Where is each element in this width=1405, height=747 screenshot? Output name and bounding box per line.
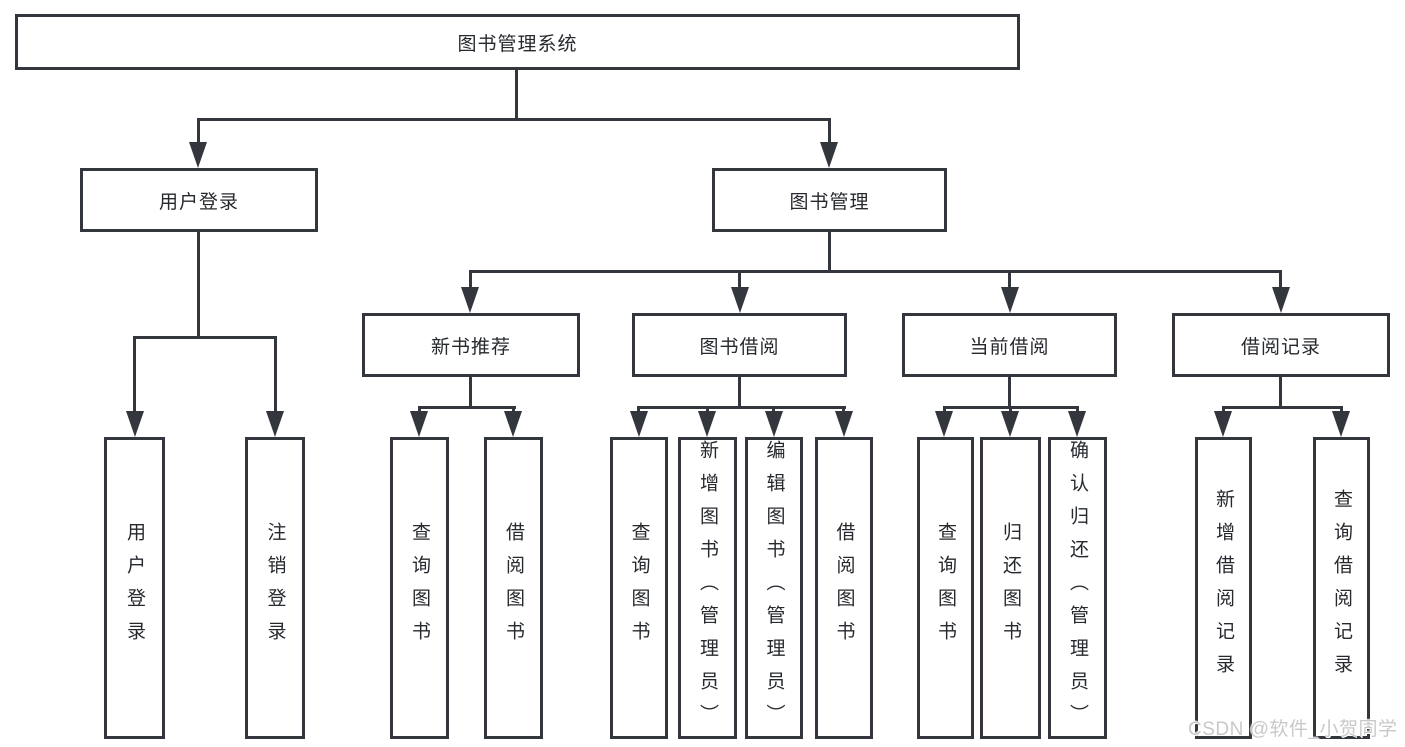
- connector-arrowhead: [835, 411, 853, 437]
- connector-line: [828, 232, 831, 270]
- connector-line: [772, 406, 775, 415]
- leaf-add-books-admin: 新增图书（管理员）: [678, 437, 737, 739]
- connector-line: [1009, 406, 1012, 415]
- connector-arrowhead: [410, 411, 428, 437]
- connector-arrowhead: [935, 411, 953, 437]
- connector-line: [515, 70, 518, 119]
- connector-line: [738, 377, 741, 407]
- connector-line: [197, 118, 831, 121]
- node-label: 归还图书: [1000, 522, 1021, 654]
- node-label: 图书借阅: [699, 336, 780, 358]
- leaf-add-borrow-record: 新增借阅记录: [1195, 437, 1252, 739]
- node-label: 查询图书: [935, 522, 956, 654]
- leaf-borrow-books: 借阅图书: [484, 437, 543, 739]
- connector-line: [469, 270, 1282, 273]
- connector-line: [1279, 270, 1282, 289]
- node-label: 确认归还（管理员）: [1067, 439, 1088, 737]
- connector-arrowhead: [504, 411, 522, 437]
- connector-arrowhead: [461, 287, 479, 313]
- node-label: 借阅记录: [1240, 336, 1321, 358]
- connector-arrowhead: [1272, 287, 1290, 313]
- connector-line: [1008, 270, 1011, 289]
- connector-line: [469, 270, 472, 289]
- node-label: 新增借阅记录: [1213, 489, 1234, 687]
- node-label: 图书管理: [789, 191, 870, 213]
- connector-arrowhead: [698, 411, 716, 437]
- node-book-management: 图书管理: [712, 168, 947, 232]
- leaf-logout: 注销登录: [245, 437, 305, 739]
- leaf-query-books: 查询图书: [610, 437, 668, 739]
- connector-arrowhead: [820, 142, 838, 168]
- connector-arrowhead: [1001, 411, 1019, 437]
- leaf-query-books: 查询图书: [390, 437, 449, 739]
- connector-line: [418, 406, 421, 415]
- connector-arrowhead: [765, 411, 783, 437]
- connector-arrowhead: [1332, 411, 1350, 437]
- connector-line: [133, 336, 277, 339]
- connector-arrowhead: [126, 411, 144, 437]
- csdn-watermark: CSDN @软件_小贺同学: [1188, 719, 1398, 740]
- leaf-return-books: 归还图书: [980, 437, 1041, 739]
- connector-line: [1222, 406, 1343, 409]
- leaf-borrow-books: 借阅图书: [815, 437, 873, 739]
- leaf-confirm-return-admin: 确认归还（管理员）: [1048, 437, 1107, 739]
- connector-line: [418, 406, 516, 409]
- connector-line: [1076, 406, 1079, 415]
- connector-line: [842, 406, 845, 415]
- node-library-management-system: 图书管理系统: [15, 14, 1020, 70]
- connector-line: [133, 336, 136, 413]
- leaf-query-borrow-record: 查询借阅记录: [1313, 437, 1370, 739]
- connector-line: [943, 406, 946, 415]
- leaf-query-books: 查询图书: [917, 437, 974, 739]
- node-user-login: 用户登录: [80, 168, 318, 232]
- node-label: 用户登录: [158, 191, 239, 213]
- node-label: 当前借阅: [969, 336, 1050, 358]
- connector-line: [1222, 406, 1225, 415]
- connector-line: [637, 406, 640, 415]
- connector-arrowhead: [1001, 287, 1019, 313]
- connector-line: [828, 118, 831, 146]
- connector-line: [274, 336, 277, 413]
- node-label: 图书管理系统: [457, 33, 578, 55]
- node-borrowing-records: 借阅记录: [1172, 313, 1390, 377]
- node-new-book-recommendation: 新书推荐: [362, 313, 580, 377]
- leaf-user-login: 用户登录: [104, 437, 165, 739]
- leaf-edit-books-admin: 编辑图书（管理员）: [745, 437, 803, 739]
- connector-line: [1340, 406, 1343, 415]
- connector-line: [706, 406, 709, 415]
- node-label: 借阅图书: [503, 522, 524, 654]
- connector-line: [1279, 377, 1282, 407]
- node-label: 查询图书: [628, 522, 650, 654]
- node-current-borrowing: 当前借阅: [902, 313, 1117, 377]
- connector-arrowhead: [1068, 411, 1086, 437]
- node-label: 查询借阅记录: [1331, 489, 1352, 687]
- node-label: 用户登录: [124, 522, 145, 654]
- node-label: 借阅图书: [833, 522, 855, 654]
- node-book-borrowing: 图书借阅: [632, 313, 847, 377]
- connector-line: [197, 118, 200, 146]
- node-label: 编辑图书（管理员）: [763, 439, 785, 737]
- connector-arrowhead: [266, 411, 284, 437]
- connector-arrowhead: [189, 142, 207, 168]
- connector-line: [469, 377, 472, 407]
- node-label: 查询图书: [409, 522, 430, 654]
- node-label: 新书推荐: [430, 336, 511, 358]
- node-label: 注销登录: [264, 522, 286, 654]
- connector-arrowhead: [630, 411, 648, 437]
- connector-line: [637, 406, 846, 409]
- connector-line: [738, 270, 741, 289]
- connector-arrowhead: [731, 287, 749, 313]
- connector-line: [1008, 377, 1011, 407]
- node-label: 新增图书（管理员）: [697, 439, 718, 737]
- connector-line: [197, 232, 200, 337]
- connector-arrowhead: [1214, 411, 1232, 437]
- connector-line: [512, 406, 515, 415]
